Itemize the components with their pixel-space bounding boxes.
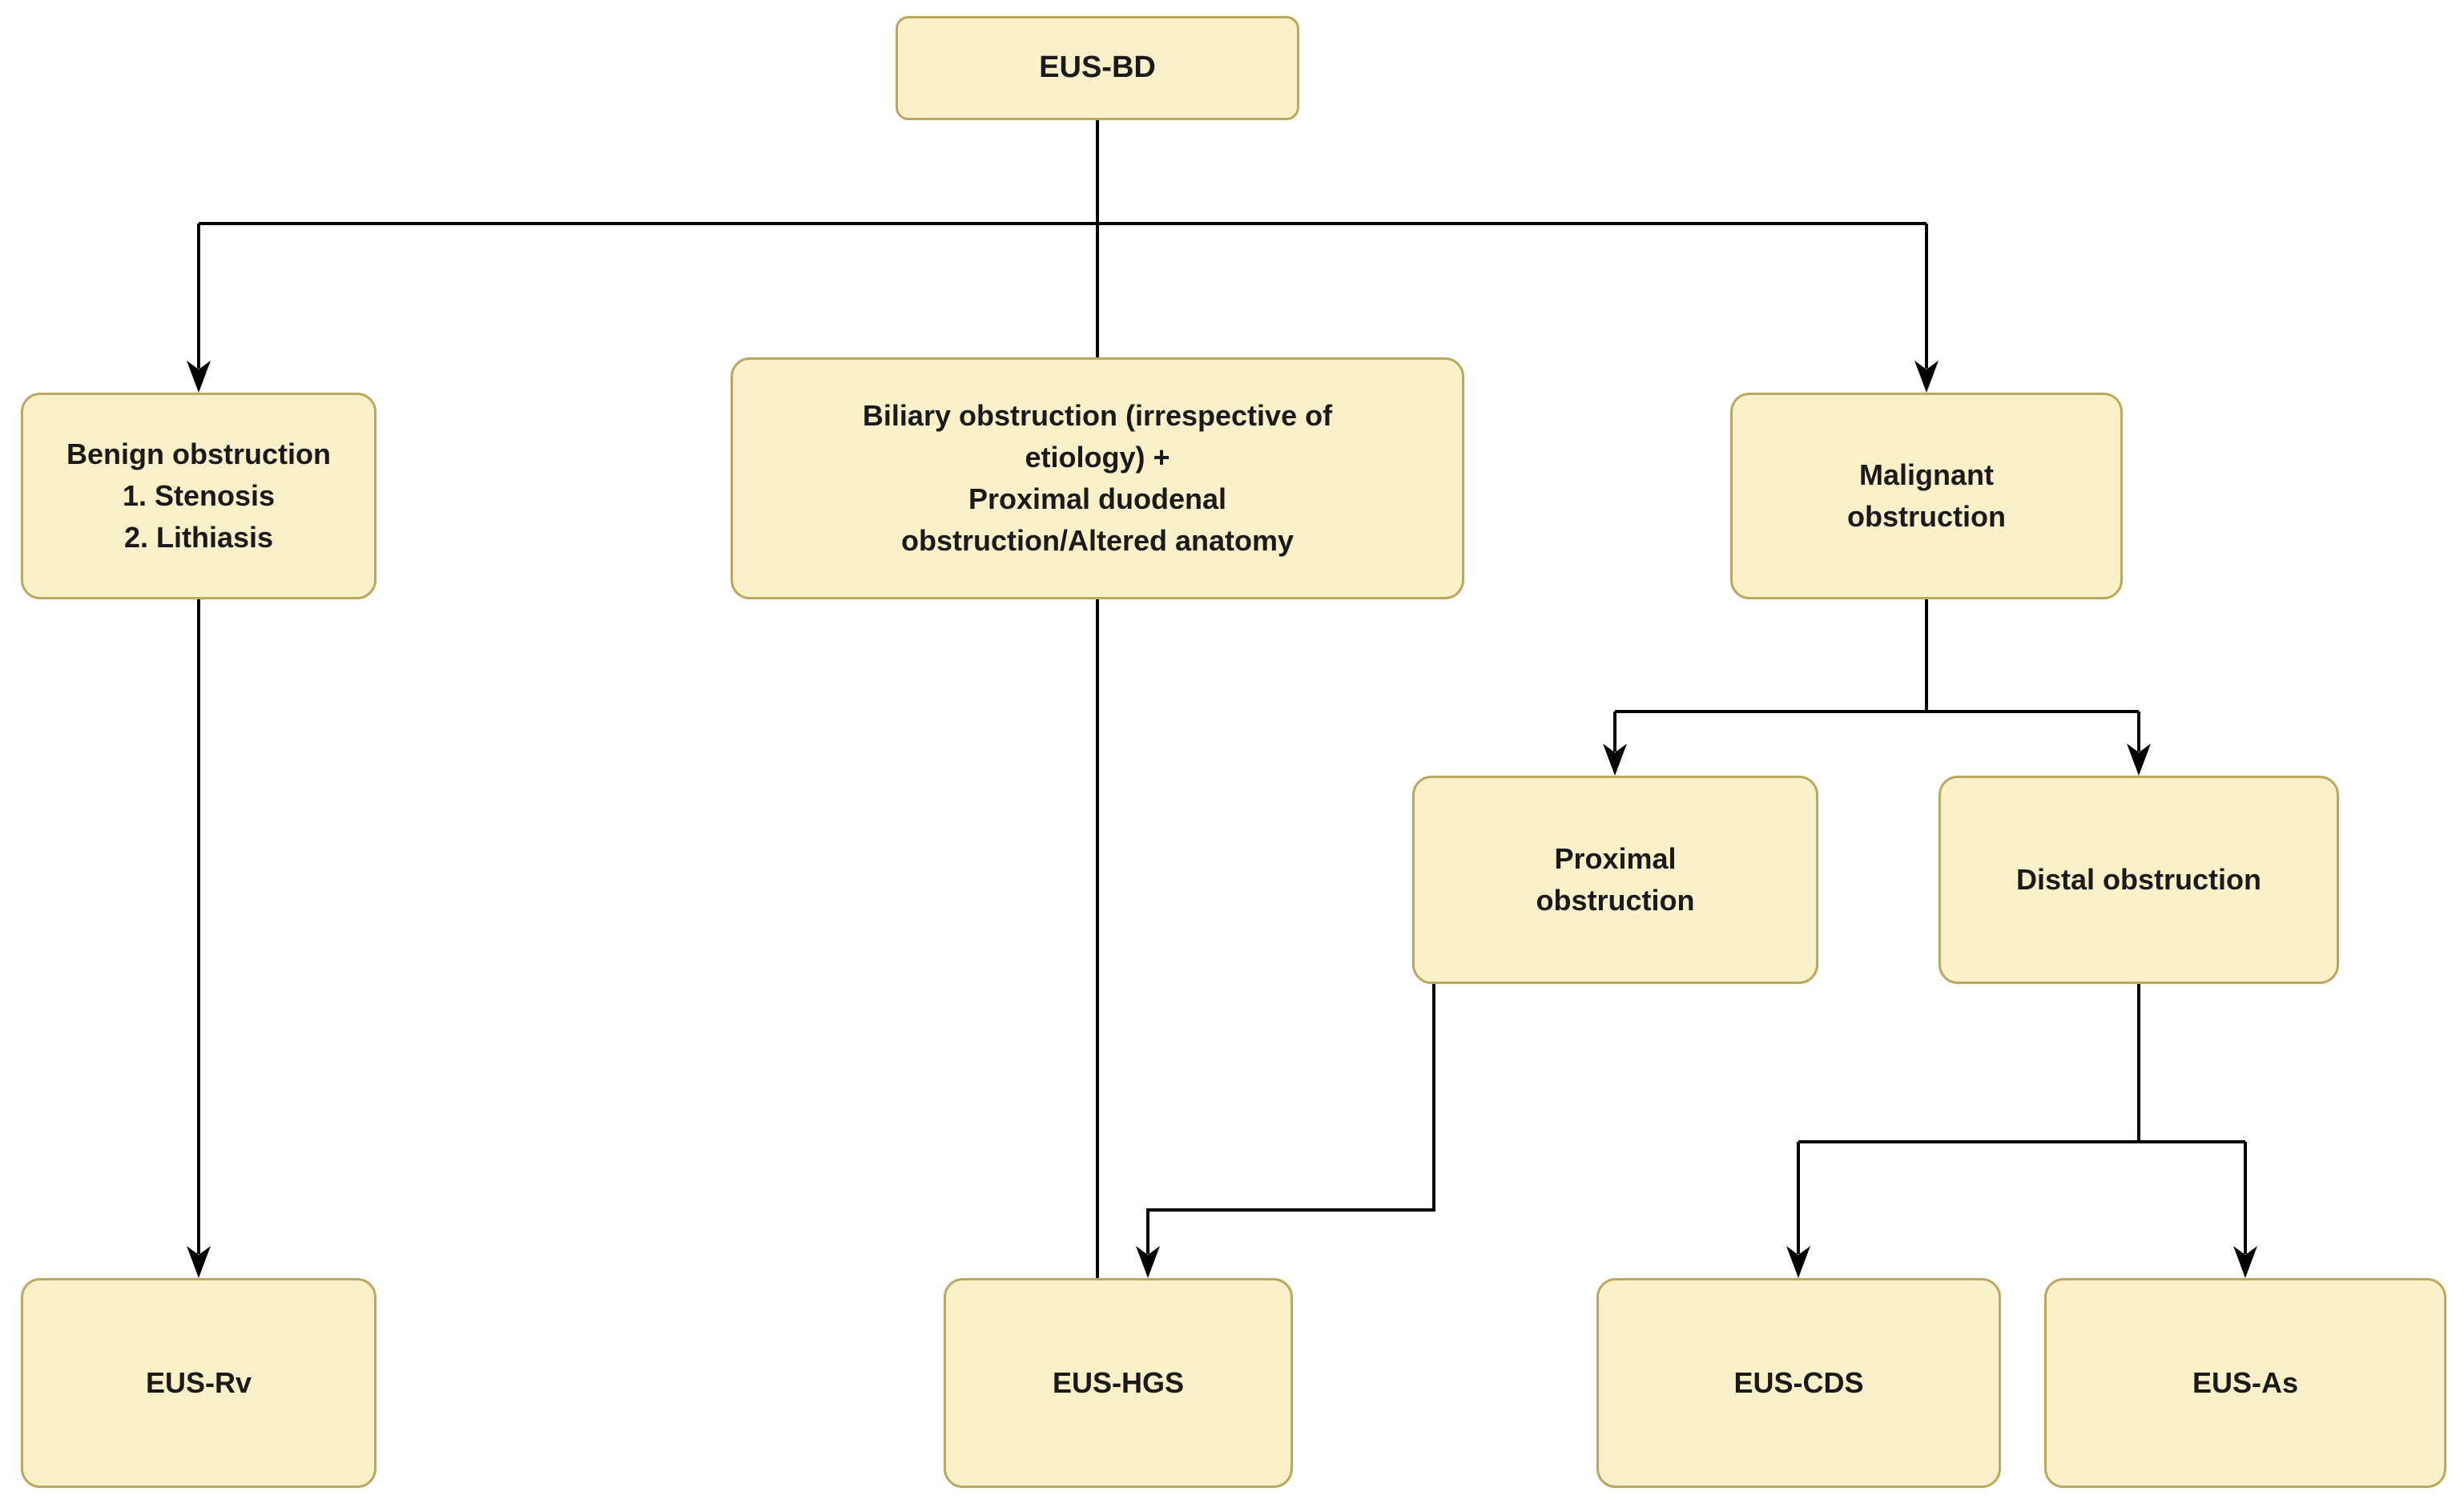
label-line: etiology) +	[1025, 440, 1170, 474]
node-eus-bd: EUS-BD	[896, 16, 1299, 120]
node-benign-obstruction: Benign obstruction 1. Stenosis 2. Lithia…	[21, 393, 376, 599]
node-eus-hgs: EUS-HGS	[944, 1278, 1293, 1488]
node-eus-rv: EUS-Rv	[21, 1278, 376, 1488]
label-line: Proximal duodenal	[968, 482, 1227, 515]
label-line: obstruction/Altered anatomy	[900, 524, 1294, 558]
label-line: Proximal	[1554, 841, 1677, 875]
node-benign-label: Benign obstruction 1. Stenosis 2. Lithia…	[55, 429, 342, 564]
label-line: Benign obstruction	[66, 437, 331, 470]
label-line: EUS-BD	[1039, 50, 1156, 85]
node-eus-as-label: EUS-As	[2181, 1357, 2309, 1409]
node-eus-cds-label: EUS-CDS	[1722, 1357, 1874, 1409]
node-malignant-obstruction: Malignant obstruction	[1730, 393, 2123, 599]
node-biliary-obstruction: Biliary obstruction (irrespective of eti…	[731, 357, 1464, 599]
node-malignant-label: Malignant obstruction	[1836, 450, 2017, 542]
node-eus-as: EUS-As	[2044, 1278, 2446, 1488]
arrowhead-distal	[2127, 744, 2151, 776]
label-line: 1. Stenosis	[122, 478, 276, 512]
label-line: EUS-As	[2192, 1365, 2299, 1399]
label-line: EUS-HGS	[1052, 1365, 1185, 1399]
label-line: Distal obstruction	[2015, 862, 2262, 896]
label-line: EUS-Rv	[145, 1365, 252, 1399]
label-line: obstruction	[1536, 884, 1695, 917]
node-proximal-label: Proximal obstruction	[1525, 833, 1706, 926]
node-eus-hgs-label: EUS-HGS	[1041, 1357, 1195, 1409]
node-eus-rv-label: EUS-Rv	[135, 1357, 263, 1409]
label-line: 2. Lithiasis	[123, 521, 274, 554]
arrowhead-benign	[187, 361, 211, 393]
node-proximal-obstruction: Proximal obstruction	[1412, 776, 1818, 984]
label-line: obstruction	[1847, 500, 2006, 533]
arrowhead-malignant	[1914, 361, 1939, 393]
edge-proximal-eushgs	[1146, 984, 1435, 1254]
arrowhead-eushgs	[1136, 1246, 1160, 1278]
arrowhead-euscds	[1786, 1246, 1810, 1278]
label-line: EUS-CDS	[1733, 1365, 1864, 1399]
node-biliary-label: Biliary obstruction (irrespective of eti…	[852, 390, 1343, 567]
node-distal-label: Distal obstruction	[2005, 854, 2273, 905]
node-eus-cds: EUS-CDS	[1596, 1278, 2001, 1488]
arrowhead-eusas	[2233, 1246, 2257, 1278]
label-line: Malignant	[1858, 458, 1994, 491]
node-distal-obstruction: Distal obstruction	[1939, 776, 2339, 984]
arrowhead-eusrv	[187, 1246, 211, 1278]
label-line: Biliary obstruction (irrespective of	[862, 398, 1333, 432]
arrowhead-proximal	[1603, 744, 1627, 776]
node-eus-bd-label: EUS-BD	[1028, 41, 1167, 95]
